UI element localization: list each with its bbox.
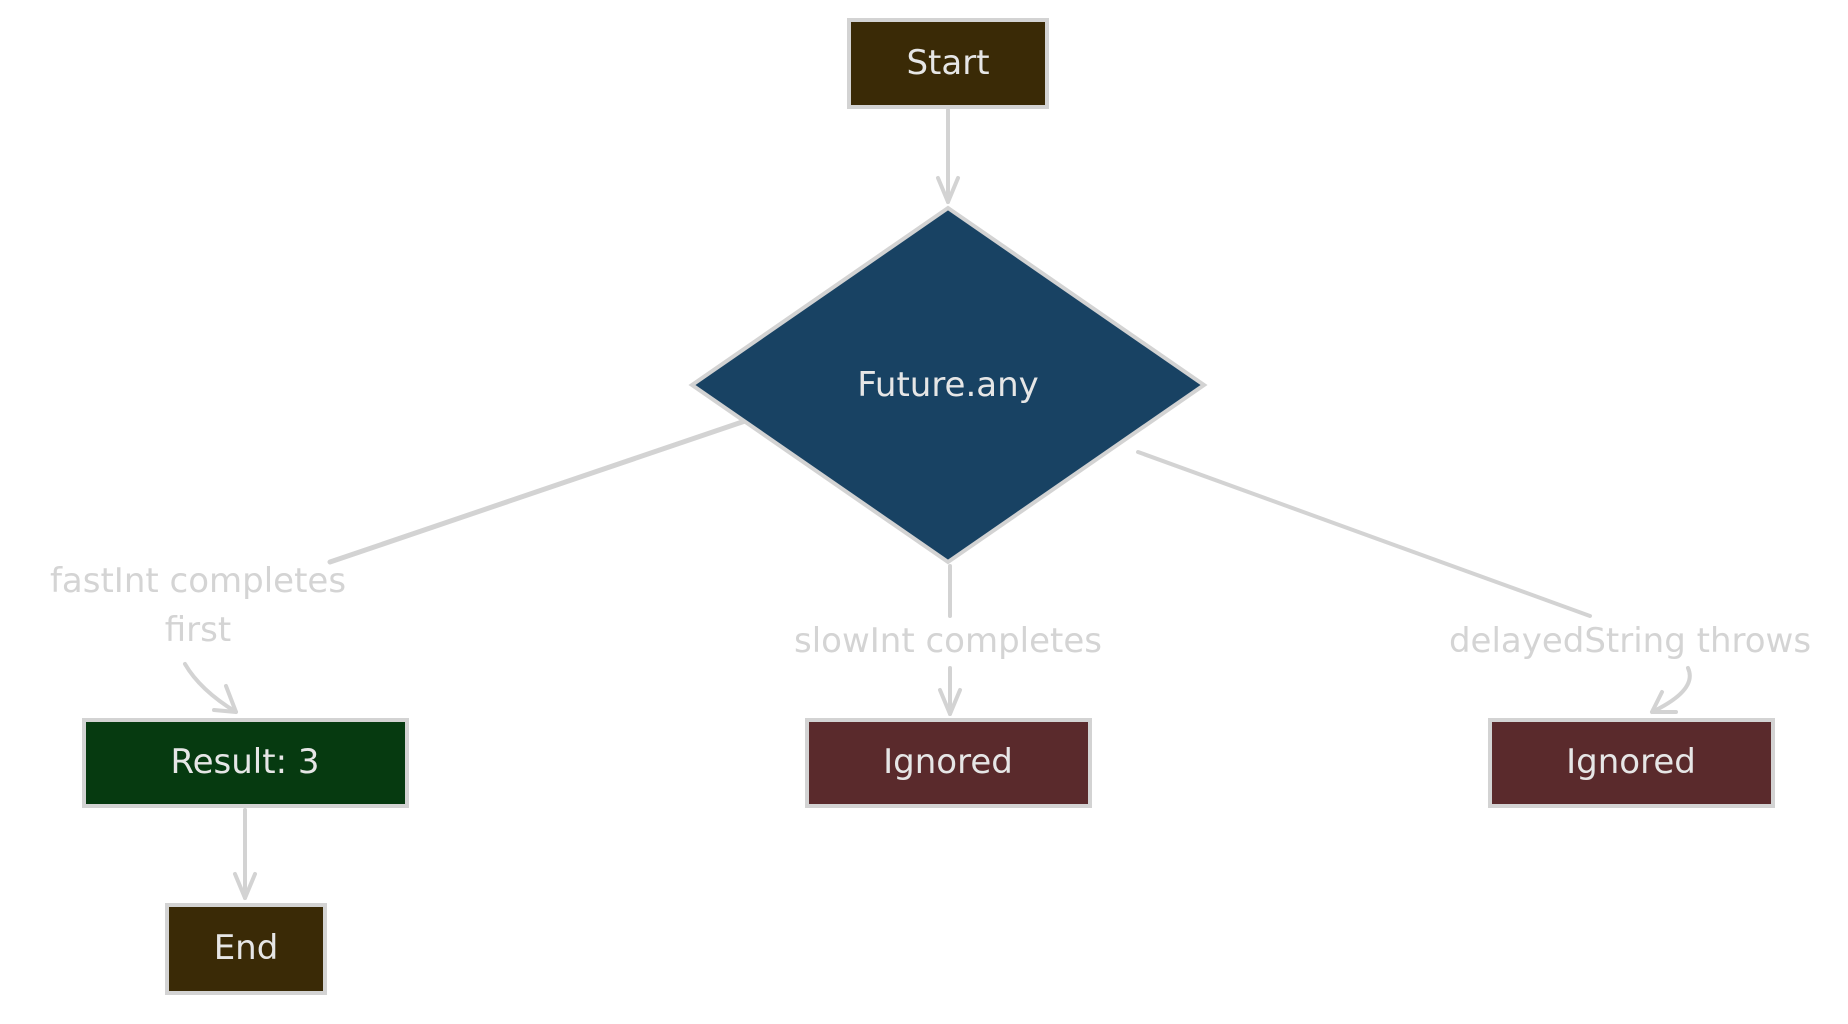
node-start-label: Start xyxy=(906,43,989,83)
edge-start-to-decision xyxy=(936,108,960,204)
arrowhead-icon xyxy=(233,872,257,900)
edge-line-tail xyxy=(183,662,238,714)
node-ignored-slow-label: Ignored xyxy=(883,742,1013,782)
node-ignored-delayed-shape xyxy=(1488,718,1775,808)
edge-label-fastint-line1: fastInt completes xyxy=(50,561,346,601)
edge-line xyxy=(327,417,751,565)
node-start[interactable]: Start xyxy=(847,18,1049,109)
edge-line-tail xyxy=(1650,666,1692,714)
node-end-label: End xyxy=(214,928,279,968)
node-ignored-delayed-label: Ignored xyxy=(1566,742,1696,782)
node-ignored-slow[interactable]: Ignored xyxy=(805,718,1092,808)
edge-decision-to-ignored-delayed xyxy=(1136,450,1692,714)
node-result[interactable]: Result: 3 xyxy=(82,718,409,808)
edge-label-slowint: slowInt completes xyxy=(794,621,1102,661)
node-decision-label: Future.any xyxy=(857,365,1039,405)
arrowhead-icon xyxy=(212,684,238,714)
node-result-label: Result: 3 xyxy=(171,742,320,782)
arrowhead-icon xyxy=(936,176,960,204)
edge-line xyxy=(1136,450,1592,618)
edge-decision-to-ignored-slow xyxy=(938,564,962,716)
node-ignored-delayed[interactable]: Ignored xyxy=(1488,718,1775,808)
node-end-shape xyxy=(165,903,327,995)
node-end[interactable]: End xyxy=(165,903,327,995)
edge-decision-to-result xyxy=(183,417,751,714)
node-ignored-slow-shape xyxy=(805,718,1092,808)
arrowhead-icon xyxy=(1650,690,1678,714)
arrowhead-icon xyxy=(938,688,962,716)
edge-label-delayedstring: delayedString throws xyxy=(1449,621,1811,661)
node-decision-shape xyxy=(688,205,1208,565)
node-decision[interactable]: Future.any xyxy=(688,205,1208,565)
node-result-shape xyxy=(82,718,409,808)
edge-label-fastint-line2: first xyxy=(165,610,231,650)
edge-result-to-end xyxy=(233,808,257,900)
node-start-shape xyxy=(847,18,1049,109)
